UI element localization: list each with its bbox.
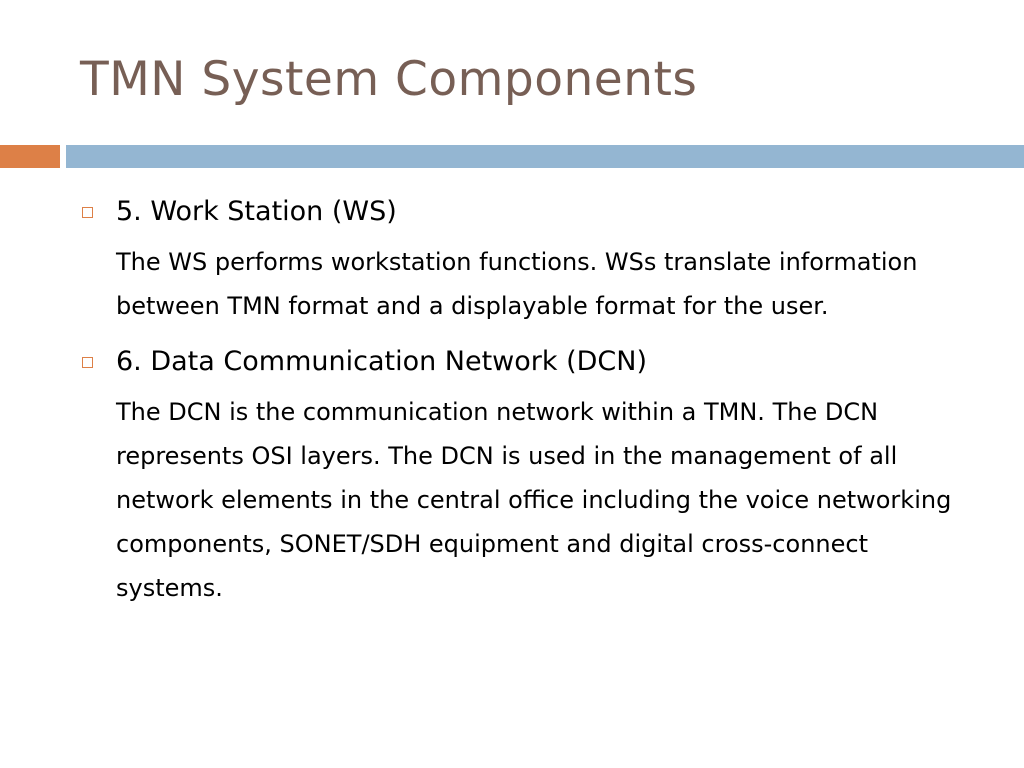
accent-bar-orange: [0, 145, 60, 168]
bullet-heading-text: 6. Data Communication Network (DCN): [116, 346, 648, 377]
accent-bar-blue: [66, 145, 1024, 168]
bullet-heading: 6. Data Communication Network (DCN): [78, 340, 978, 384]
bullet-body-text: The WS performs workstation functions. W…: [116, 248, 918, 320]
slide-content: 5. Work Station (WS) The WS performs wor…: [78, 190, 978, 610]
square-bullet-icon: [82, 207, 93, 218]
bullet-block: 5. Work Station (WS) The WS performs wor…: [78, 190, 978, 328]
bullet-heading-text: 5. Work Station (WS): [116, 196, 397, 227]
bullet-block: 6. Data Communication Network (DCN) The …: [78, 340, 978, 610]
bullet-body-text: The DCN is the communication network wit…: [116, 398, 952, 602]
slide-title: TMN System Components: [80, 52, 698, 107]
bullet-heading: 5. Work Station (WS): [78, 190, 978, 234]
square-bullet-icon: [82, 357, 93, 368]
